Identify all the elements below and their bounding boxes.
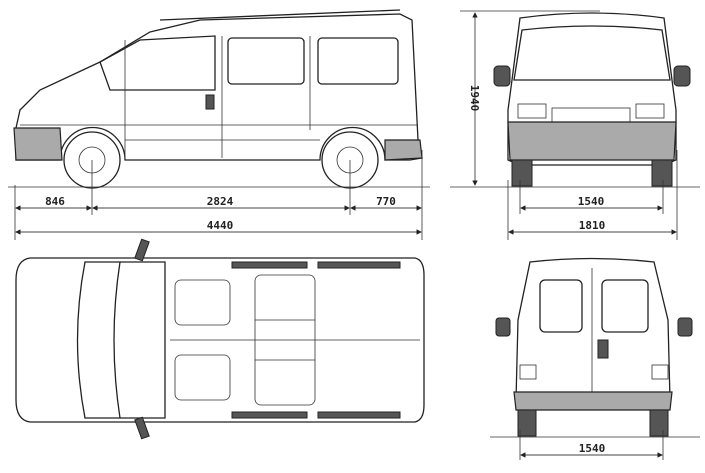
rear-dimensions: 1540 [519, 430, 664, 460]
seat-right [174, 354, 231, 401]
side-view [8, 9, 430, 189]
mirror-top-right [134, 416, 150, 440]
front-overhang-label: 846 [45, 195, 65, 208]
front-bumper [13, 127, 63, 161]
rear-overhang-label: 770 [376, 195, 396, 208]
right-tyre [651, 159, 673, 187]
left-mirror [493, 65, 511, 87]
rear-window-left [539, 279, 583, 333]
rear-left-tyre [517, 409, 537, 437]
front-bumper-front [507, 121, 677, 161]
roof-window-1 [231, 261, 308, 269]
front-view [450, 10, 700, 188]
front-track-label: 1540 [578, 195, 605, 208]
door-handle [205, 94, 215, 110]
right-taillight [651, 364, 669, 380]
left-headlight [517, 103, 547, 119]
top-view [15, 238, 425, 440]
overall-length-label: 4440 [207, 219, 234, 232]
rear-window-right [601, 279, 649, 333]
front-door-window [99, 35, 216, 91]
height-label: 1940 [468, 85, 481, 112]
windshield [513, 25, 671, 81]
right-headlight [635, 103, 665, 119]
wheelbase-label: 2824 [207, 195, 234, 208]
seat-left [174, 279, 231, 326]
front-dimensions: 1940 1540 1810 [468, 12, 678, 240]
rear-mirror-left [495, 317, 511, 337]
mirror-top-left [134, 238, 150, 262]
left-taillight [519, 364, 537, 380]
rear-view [490, 257, 700, 438]
side-window-1 [227, 37, 305, 85]
length-dimensions: 846 2824 770 4440 [14, 150, 423, 240]
roof-window-2 [317, 261, 401, 269]
rear-door-handle [597, 339, 609, 359]
right-mirror [673, 65, 691, 87]
left-tyre [511, 159, 533, 187]
rear-track-label: 1540 [579, 442, 606, 455]
rear-bumper [384, 139, 423, 161]
side-window-2 [317, 37, 399, 85]
rear-right-tyre [649, 409, 669, 437]
grille [551, 107, 631, 123]
windshield-top [76, 261, 121, 419]
rear-mirror-right [677, 317, 693, 337]
rear-bumper-rear [513, 391, 673, 411]
overall-width-label: 1810 [579, 219, 606, 232]
